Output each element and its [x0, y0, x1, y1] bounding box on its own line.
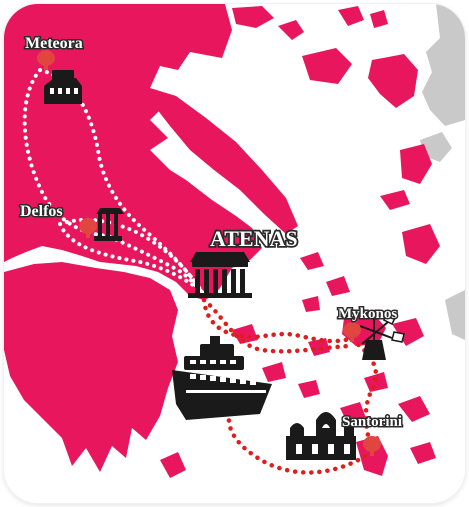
parthenon-icon [188, 252, 252, 298]
label-santorini: Santorini [342, 414, 402, 430]
sea-route [201, 297, 379, 475]
sea-route-athens-mykonos [201, 297, 355, 354]
sea-route-santorini-athens [226, 407, 375, 475]
land-route [22, 68, 204, 294]
windmill-icon [359, 310, 405, 360]
pin-santorini [363, 436, 381, 456]
sea-route-mykonos-santorini [349, 337, 379, 455]
label-mykonos: Mykonos [338, 306, 397, 322]
label-atenas: ATENAS [210, 226, 298, 251]
land-route-meteora-loop [22, 68, 204, 294]
pin-delfos [79, 218, 97, 238]
church-icon [286, 412, 356, 460]
pin-meteora [37, 50, 55, 70]
label-meteora: Meteora [25, 35, 83, 52]
greece-route-map: Meteora Delfos ATENAS Mykonos Santorini [4, 4, 465, 503]
ferry-icon [172, 336, 272, 420]
label-delfos: Delfos [20, 203, 63, 220]
temple-icon [94, 208, 124, 241]
monastery-icon [44, 70, 82, 104]
pin-mykonos [343, 322, 361, 342]
land-route-delfos-loop [58, 217, 204, 294]
map-card: Meteora Delfos ATENAS Mykonos Santorini [4, 4, 465, 503]
